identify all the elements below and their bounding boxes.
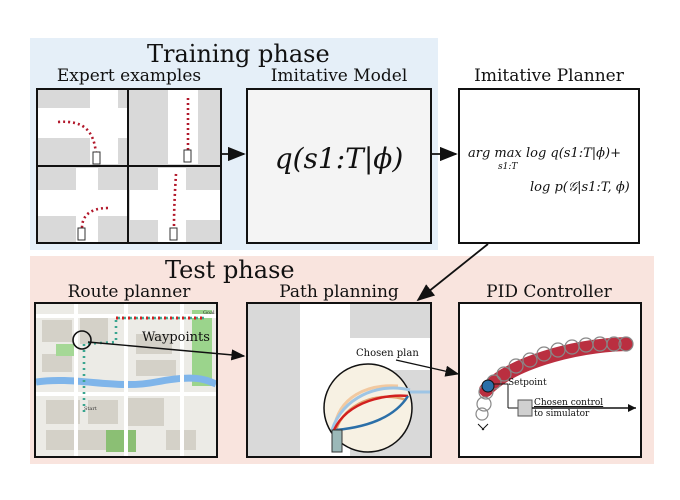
path-planning-panel: Chosen plan (246, 302, 432, 458)
expert-examples-graphic (38, 90, 220, 242)
path-planning-label: Path planning (279, 282, 399, 302)
map-start-label: Start (84, 406, 97, 412)
route-planner-map: Start Goal (34, 302, 218, 458)
imitative-model-panel: q(s1:T|ϕ) (246, 88, 432, 244)
route-planner-label: Route planner (67, 282, 191, 302)
chosen-control-line2: to simulator (534, 409, 590, 419)
planner-formula-subscript: s1:T (498, 162, 518, 172)
imitative-planner-panel: arg max log q(s1:T|ϕ)+ s1:T log p(𝒢|s1:T… (458, 88, 640, 244)
model-formula: q(s1:T|ϕ) (274, 142, 404, 175)
training-phase-title: Training phase (147, 40, 330, 68)
expert-examples-label: Expert examples (56, 66, 202, 86)
pid-controller-panel: Setpoint Chosen control to simulator (458, 302, 642, 458)
route-map-graphic: Start Goal (36, 304, 216, 456)
map-goal-label: Goal (203, 310, 215, 316)
chosen-plan-label: Chosen plan (356, 348, 419, 359)
chosen-plan-arrow (395, 359, 460, 377)
planner-formula-line1: arg max log q(s1:T|ϕ)+ (468, 146, 621, 161)
waypoints-arrow (87, 341, 246, 361)
planner-formula-line2: log p(𝒢|s1:T, ϕ) (530, 180, 630, 195)
test-phase-title: Test phase (165, 256, 295, 284)
waypoints-label: Waypoints (142, 330, 210, 345)
pid-graphic (475, 336, 636, 431)
setpoint-label: Setpoint (508, 378, 547, 388)
planner-to-path-arrow (416, 243, 489, 302)
imitative-model-label: Imitative Model (270, 66, 408, 86)
imitative-planner-label: Imitative Planner (474, 66, 624, 86)
chosen-control-line1: Chosen control (534, 398, 604, 408)
path-planning-graphic (248, 304, 430, 456)
pid-controller-label: PID Controller (486, 282, 612, 302)
expert-examples-panel (36, 88, 222, 244)
